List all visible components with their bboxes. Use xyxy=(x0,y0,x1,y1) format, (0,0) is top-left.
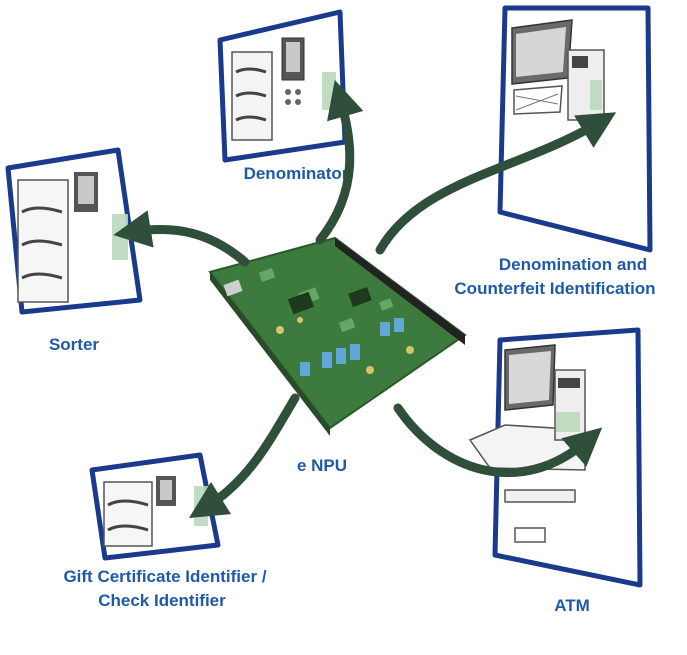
atm-label: ATM xyxy=(554,596,590,615)
gift-identifier-machine-icon xyxy=(89,452,221,561)
atm-machine-icon xyxy=(468,327,643,588)
board-label: e NPU xyxy=(297,456,347,475)
denominator-label: Denominator xyxy=(244,164,349,183)
denominator-machine-icon xyxy=(217,9,348,163)
arrow-to-sorter xyxy=(113,210,250,267)
gift-label-line2: Check Identifier xyxy=(98,591,226,610)
sorter-label: Sorter xyxy=(49,335,99,354)
circuit-board-icon xyxy=(208,236,467,436)
denomination-label-line1: Denomination and xyxy=(499,255,647,274)
arrow-to-denominator xyxy=(315,79,364,245)
denomination-label-line2: Counterfeit Identification xyxy=(454,279,655,298)
arrow-to-kiosk xyxy=(375,112,617,255)
arrow-to-gift-identifier xyxy=(188,393,300,518)
kiosk-machine-icon xyxy=(497,5,653,253)
arrow-to-atm xyxy=(393,403,603,478)
sorter-machine-icon xyxy=(5,147,143,315)
gift-label-line1: Gift Certificate Identifier / xyxy=(63,567,266,586)
